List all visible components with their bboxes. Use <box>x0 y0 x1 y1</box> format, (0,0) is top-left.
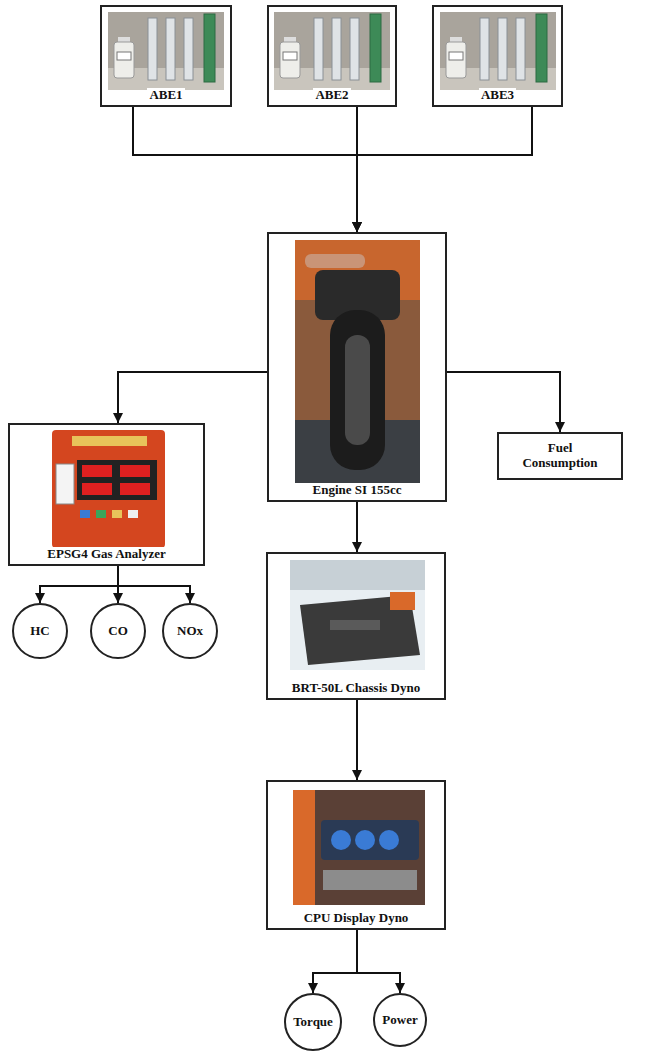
node-label: NOx <box>175 624 205 639</box>
node-label: CPU Display Dyno <box>302 911 411 928</box>
engine-photo <box>295 240 420 483</box>
sample-box: ABE2 <box>267 5 397 107</box>
gas-analyzer-photo <box>52 430 165 548</box>
node-label: BRT-50L Chassis Dyno <box>290 681 422 698</box>
flow-arrow <box>356 502 358 552</box>
analyzer-box: EPSG4 Gas Analyzer <box>8 423 205 566</box>
output-circle: HC <box>12 603 68 659</box>
node-label: Fuel Consumption <box>513 441 607 471</box>
node-label: Engine SI 155cc <box>311 483 404 500</box>
flow-arrow <box>40 566 118 603</box>
dyno-display-photo <box>293 790 425 905</box>
output-circle: CO <box>90 603 146 659</box>
node-label: ABE3 <box>479 88 516 105</box>
flow-arrow <box>447 372 560 432</box>
dyno-box: BRT-50L Chassis Dyno <box>266 552 446 700</box>
node-label: ABE2 <box>313 88 350 105</box>
node-label: Torque <box>291 1015 335 1030</box>
flow-arrow <box>356 700 358 780</box>
node-label: EPSG4 Gas Analyzer <box>45 547 167 564</box>
flow-arrow <box>118 566 190 603</box>
chassis-dyno-photo <box>290 560 425 670</box>
node-label: Power <box>380 1013 419 1028</box>
sample-box: ABE1 <box>100 5 232 107</box>
flow-arrow <box>357 107 532 232</box>
fuel-sample-photo <box>440 12 556 90</box>
output-circle: Torque <box>284 993 342 1051</box>
process-box: Fuel Consumption <box>497 432 623 480</box>
output-circle: Power <box>373 993 427 1047</box>
node-label: ABE1 <box>147 88 184 105</box>
node-label: HC <box>28 624 52 639</box>
node-label: CO <box>106 624 130 639</box>
fuel-sample-photo <box>108 12 224 90</box>
flow-arrow <box>357 930 400 993</box>
fuel-sample-photo <box>274 12 390 90</box>
output-circle: NOx <box>162 603 218 659</box>
engine-box: Engine SI 155cc <box>267 232 447 502</box>
display-box: CPU Display Dyno <box>266 780 446 930</box>
flow-arrow <box>313 930 357 993</box>
flow-arrow <box>133 107 357 232</box>
flow-arrow <box>118 372 267 423</box>
sample-box: ABE3 <box>432 5 563 107</box>
